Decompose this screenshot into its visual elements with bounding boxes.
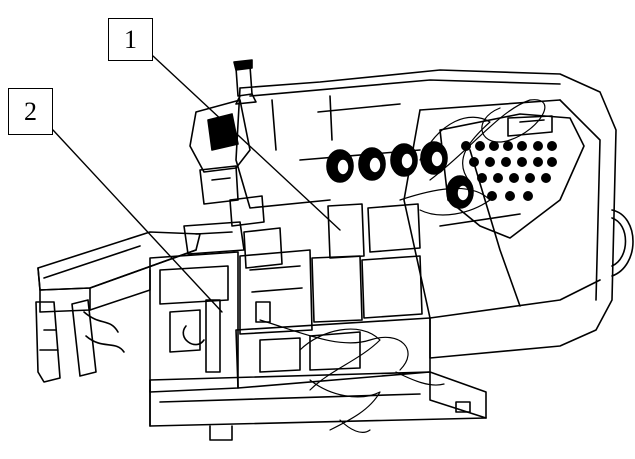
panel-button — [546, 157, 557, 168]
panel-button — [516, 141, 527, 152]
thread-stand — [233, 59, 257, 105]
panel-button — [502, 141, 513, 152]
panel-button — [516, 157, 527, 168]
panel-button — [500, 157, 511, 168]
leader-lines — [52, 55, 341, 313]
tension-dial — [326, 149, 354, 183]
upper-casing — [235, 69, 617, 359]
panel-button — [504, 191, 515, 202]
panel-button — [492, 173, 503, 184]
panel-button — [546, 141, 557, 152]
panel-button — [488, 141, 499, 152]
thread-paths — [259, 99, 546, 433]
callout-2-box: 2 — [8, 88, 53, 135]
panel-button — [540, 173, 551, 184]
panel-buttons — [460, 141, 557, 202]
panel-button — [532, 157, 543, 168]
front-covers — [235, 203, 431, 389]
callout-2-number: 2 — [24, 96, 37, 126]
extension-table — [37, 231, 201, 313]
leader-line-1 — [152, 55, 341, 231]
head-cover — [189, 99, 251, 205]
panel-button — [468, 157, 479, 168]
panel-button — [522, 191, 533, 202]
panel-button — [476, 173, 487, 184]
panel-button — [508, 173, 519, 184]
tension-dial — [390, 143, 418, 177]
callout-1-number: 1 — [124, 24, 137, 54]
leader-line-2 — [52, 129, 223, 313]
panel-button — [524, 173, 535, 184]
panel-button — [484, 157, 495, 168]
panel-button — [532, 141, 543, 152]
callout-1-box: 1 — [108, 18, 153, 61]
tension-dial — [358, 147, 386, 181]
front-stand — [35, 299, 125, 383]
thread-tension-dials — [326, 141, 474, 209]
panel-button — [486, 191, 497, 202]
panel-button — [474, 141, 485, 152]
tension-dial — [420, 141, 448, 175]
needle-area — [149, 195, 313, 393]
handwheel — [611, 209, 634, 277]
machine-base — [149, 371, 487, 441]
